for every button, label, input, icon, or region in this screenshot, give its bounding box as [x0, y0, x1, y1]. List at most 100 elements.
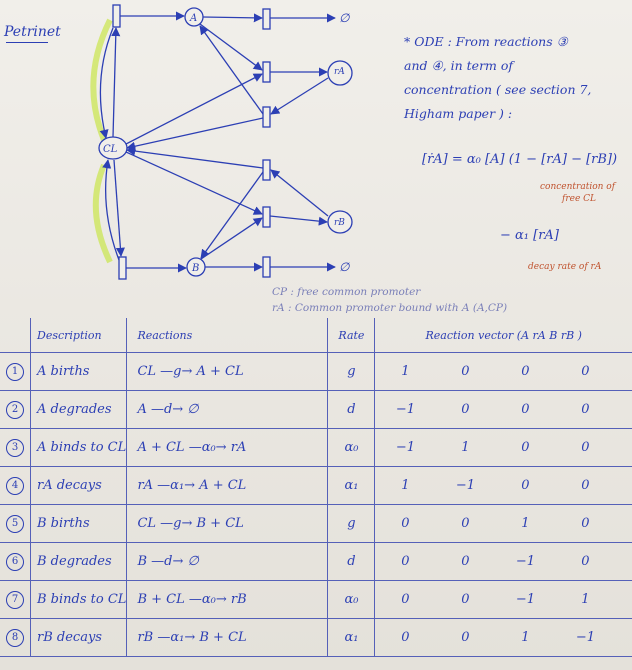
- legend-cl: CP : free common promoter: [272, 286, 421, 298]
- header-reaction-vector: Reaction vector (A rA B rB ): [374, 318, 632, 353]
- place-B-label: B: [191, 263, 199, 274]
- place-rA-label: rA: [334, 67, 345, 77]
- petri-net-diagram: A CL B rA rB ∅ ∅: [90, 4, 353, 280]
- sink-2: ∅: [339, 260, 350, 274]
- row-description: rA decays: [29, 466, 127, 505]
- vector-entry: −1: [395, 440, 416, 455]
- row-index: 2: [6, 400, 24, 419]
- table-header-row: Description Reactions Rate Reaction vect…: [0, 318, 632, 353]
- ode-notes: * ODE : From reactions ③ and ④, in term …: [404, 30, 630, 126]
- vector-entry: 0: [401, 630, 410, 645]
- row-index: 8: [6, 628, 24, 647]
- vector-entry: 0: [521, 402, 530, 417]
- row-rate: α₁: [327, 618, 375, 657]
- row-index-cell: 8: [0, 618, 31, 657]
- ode-note-1: concentration of: [540, 182, 616, 192]
- vector-entry: 0: [461, 402, 470, 417]
- ode-intro-4: Higham paper ) :: [404, 106, 513, 121]
- vector-entry: 0: [581, 402, 590, 417]
- row-reaction-vector: 0 0 1 −1: [374, 618, 632, 657]
- ode-note-2: free CL: [562, 194, 597, 204]
- transition-t4: [262, 106, 271, 128]
- transition-t2: [262, 8, 271, 30]
- ode-intro-3: concentration ( see section 7,: [404, 82, 592, 97]
- legend-ra: rA : Common promoter bound with A (A,CP): [272, 302, 508, 314]
- row-index: 6: [6, 552, 24, 571]
- row-rate: α₀: [327, 580, 375, 619]
- vector-entry: 0: [581, 554, 590, 569]
- row-description: A binds to CL: [29, 428, 127, 467]
- row-reaction-vector: −1 0 0 0: [374, 390, 632, 429]
- vector-entry: −1: [455, 478, 476, 493]
- place-rA: [327, 60, 353, 86]
- vector-entry: −1: [395, 402, 416, 417]
- row-description: B degrades: [29, 542, 127, 581]
- vector-entry: 0: [461, 630, 470, 645]
- row-description: rB decays: [29, 618, 127, 657]
- vector-entry: 1: [521, 516, 530, 531]
- row-index-cell: 4: [0, 466, 31, 505]
- vector-entry: −1: [515, 554, 536, 569]
- place-A-label: A: [189, 13, 197, 24]
- vector-entry: 0: [581, 440, 590, 455]
- place-rB: [327, 210, 353, 234]
- vector-entry: 0: [581, 516, 590, 531]
- ode-decay-note: decay rate of rA: [528, 262, 602, 272]
- vector-entry: −1: [515, 592, 536, 607]
- row-reaction-vector: 1 −1 0 0: [374, 466, 632, 505]
- vector-entry: 0: [581, 364, 590, 379]
- ode-intro-1: * ODE : From reactions ③: [404, 34, 568, 49]
- transition-t3: [262, 61, 271, 83]
- row-index-cell: 1: [0, 352, 31, 391]
- ode-decay-term: − α₁ [rA]: [500, 228, 559, 243]
- row-index: 7: [6, 590, 24, 609]
- vector-entry: 1: [581, 592, 590, 607]
- vector-entry: 0: [401, 554, 410, 569]
- row-index: 4: [6, 476, 24, 495]
- transition-t6: [262, 206, 271, 228]
- place-CL-label: CL: [103, 144, 118, 155]
- sink-1: ∅: [339, 11, 350, 25]
- row-description: A degrades: [29, 390, 127, 429]
- row-index: 5: [6, 514, 24, 533]
- row-rate: d: [327, 390, 375, 429]
- vector-entry: −1: [575, 630, 596, 645]
- reaction-table: Description Reactions Rate Reaction vect…: [0, 318, 632, 657]
- row-index-cell: 7: [0, 580, 31, 619]
- ode-equation: [ṙA] = α₀ [A] (1 − [rA] − [rB]): [422, 152, 618, 167]
- row-index-cell: 3: [0, 428, 31, 467]
- vector-entry: 0: [461, 364, 470, 379]
- vector-entry: 0: [581, 478, 590, 493]
- row-reaction: B —d→ ∅: [126, 542, 328, 581]
- vector-entry: 1: [401, 364, 410, 379]
- place-rB-label: rB: [334, 218, 345, 228]
- row-rate: d: [327, 542, 375, 581]
- row-reaction: CL —g→ B + CL: [126, 504, 328, 543]
- vector-entry: 0: [401, 516, 410, 531]
- row-index-cell: 2: [0, 390, 31, 429]
- vector-entry: 0: [521, 478, 530, 493]
- vector-entry: 0: [521, 364, 530, 379]
- vector-entry: 1: [521, 630, 530, 645]
- row-reaction: rB —α₁→ B + CL: [126, 618, 328, 657]
- title-underline: [6, 42, 48, 43]
- row-reaction: A —d→ ∅: [126, 390, 328, 429]
- row-reaction: CL —g→ A + CL: [126, 352, 328, 391]
- row-rate: g: [327, 504, 375, 543]
- row-description: A births: [29, 352, 127, 391]
- vector-entry: 1: [461, 440, 470, 455]
- header-reactions: Reactions: [126, 318, 328, 353]
- vector-entry: 1: [401, 478, 410, 493]
- vector-entry: 0: [461, 592, 470, 607]
- transition-t1: [112, 4, 121, 28]
- row-rate: α₁: [327, 466, 375, 505]
- row-index-cell: 5: [0, 504, 31, 543]
- row-reaction-vector: 1 0 0 0: [374, 352, 632, 391]
